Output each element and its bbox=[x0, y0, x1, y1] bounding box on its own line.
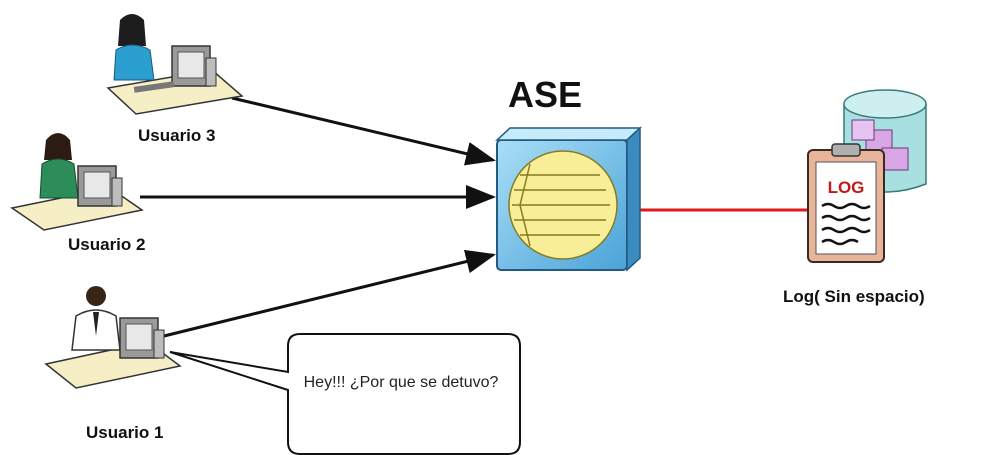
user2-workstation-icon bbox=[10, 133, 144, 231]
speech-bubble bbox=[169, 333, 521, 455]
user1-label: Usuario 1 bbox=[86, 423, 164, 442]
log-clipboard-text: LOG bbox=[828, 178, 865, 197]
ase-server-label: ASE bbox=[508, 74, 583, 115]
user1-workstation-icon bbox=[44, 286, 182, 389]
ase-server-icon bbox=[495, 126, 642, 272]
arrow-user3-to-ase bbox=[231, 96, 496, 166]
user2-label: Usuario 2 bbox=[68, 235, 146, 254]
user3-label: Usuario 3 bbox=[138, 126, 216, 145]
speech-bubble-text: Hey!!! ¿Por que se detuvo? bbox=[303, 374, 499, 391]
user3-workstation-icon bbox=[106, 14, 244, 115]
arrow-user1-to-ase bbox=[159, 249, 496, 339]
log-clipboard-icon: LOG bbox=[807, 143, 885, 263]
log-caption: Log( Sin espacio) bbox=[783, 287, 925, 306]
